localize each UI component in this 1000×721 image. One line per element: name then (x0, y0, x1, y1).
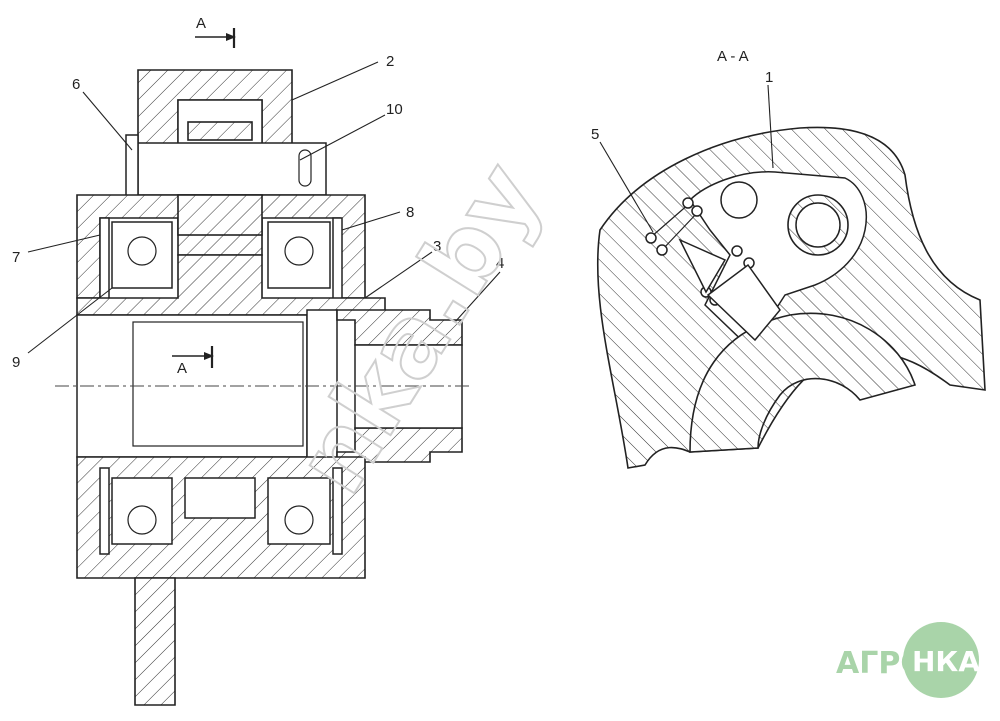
callout-8: 8 (406, 204, 414, 221)
spring-5 (645, 197, 781, 342)
section-letter-middle: A (177, 360, 187, 377)
callout-9: 9 (12, 354, 20, 371)
ball-upper-right (284, 236, 314, 266)
hub-9 (76, 254, 386, 316)
callout-6: 6 (72, 76, 80, 93)
inner-arc (689, 312, 917, 453)
section-letter-top: A (196, 15, 206, 32)
lower-ring-left (99, 467, 110, 555)
upper-inner-block (177, 194, 263, 236)
ball-lower-right (284, 505, 314, 535)
ball-lower-left (127, 505, 157, 535)
pin-slot (298, 149, 312, 187)
bore-chamfer (132, 321, 304, 447)
callout-7: 7 (12, 249, 20, 266)
cross-section-a-a (596, 126, 986, 469)
leader-lines (27, 61, 774, 354)
callout-5: 5 (591, 126, 599, 143)
retaining-ring-7 (99, 217, 110, 303)
bearing-lower-left (111, 477, 173, 545)
agro-nka-logo: АГРО НКА (836, 622, 980, 698)
section-arrow-middle (172, 346, 214, 368)
bearing-lower-right (267, 477, 331, 545)
section-arrow-top (195, 28, 236, 48)
lower-inner-gap (184, 477, 256, 519)
callout-4: 4 (496, 255, 504, 272)
callout-3: 3 (433, 238, 441, 255)
logo-circle (903, 622, 979, 698)
ball-upper-left (127, 236, 157, 266)
bearing-upper-left (111, 221, 173, 289)
pivot-hole (720, 181, 758, 219)
logo-right-text: НКА (912, 645, 980, 678)
upper-ring (187, 121, 253, 141)
callout-10: 10 (386, 101, 403, 118)
lower-ring-right (332, 467, 343, 555)
callout-2: 2 (386, 53, 394, 70)
callout-1: 1 (765, 69, 773, 86)
retaining-ring-8 (332, 217, 343, 303)
longitudinal-section (55, 28, 470, 706)
bottom-lug (134, 577, 176, 706)
lever-bore (795, 202, 841, 248)
bearing-upper-right (267, 221, 331, 289)
pin-10 (137, 142, 327, 196)
section-title: A - A (717, 48, 749, 65)
